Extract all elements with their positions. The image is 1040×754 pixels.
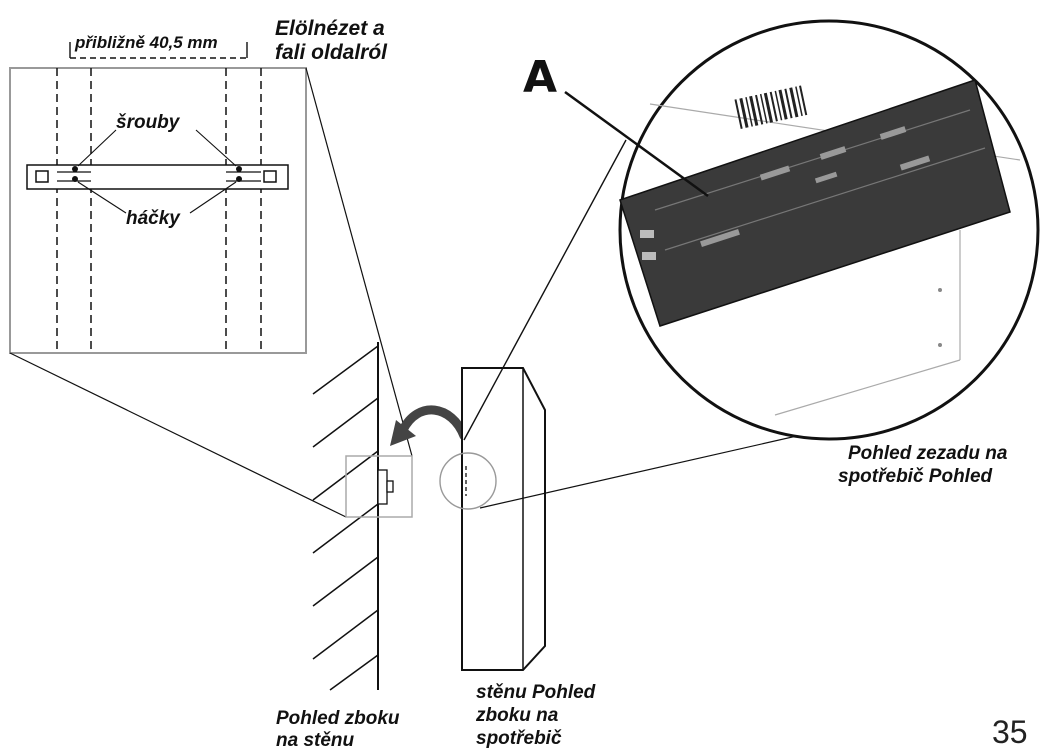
- rear-view-caption-line1: Pohled zezadu na: [848, 443, 1008, 464]
- page-number: 35: [992, 714, 1028, 750]
- front-view-title-line2: fali oldalról: [275, 41, 388, 64]
- rear-view-circle: [618, 19, 1040, 441]
- side-view-wall-caption-line1: Pohled zboku: [276, 708, 400, 729]
- front-view-title-line1: Elölnézet a: [275, 17, 385, 40]
- wall-detail-box: [345, 455, 413, 518]
- side-view-appliance-caption-line2: zboku na: [476, 705, 559, 726]
- side-view-appliance-caption-line1: stěnu Pohled: [476, 682, 596, 703]
- hooks-label: háčky: [126, 208, 180, 229]
- rear-view-caption-line2: spotřebič Pohled: [838, 466, 993, 487]
- screws-label: šrouby: [116, 112, 180, 133]
- front-view-panel: [9, 67, 307, 354]
- appliance-side-view: [439, 367, 546, 671]
- curved-arrow-icon: [390, 405, 469, 446]
- side-view-wall-caption-line2: na stěnu: [276, 730, 355, 751]
- measurement-label: přibližně 40,5 mm: [75, 33, 218, 52]
- barcode-icon: [734, 85, 808, 129]
- wall: [312, 342, 379, 691]
- side-view-appliance-caption-line3: spotřebič: [476, 728, 562, 749]
- measurement-bracket: [69, 42, 248, 59]
- zoom-lines-front: [9, 67, 413, 518]
- zoom-lines-rear: [463, 139, 833, 509]
- marker-a-label: A: [523, 52, 558, 103]
- marker-a-pointer: [564, 90, 709, 198]
